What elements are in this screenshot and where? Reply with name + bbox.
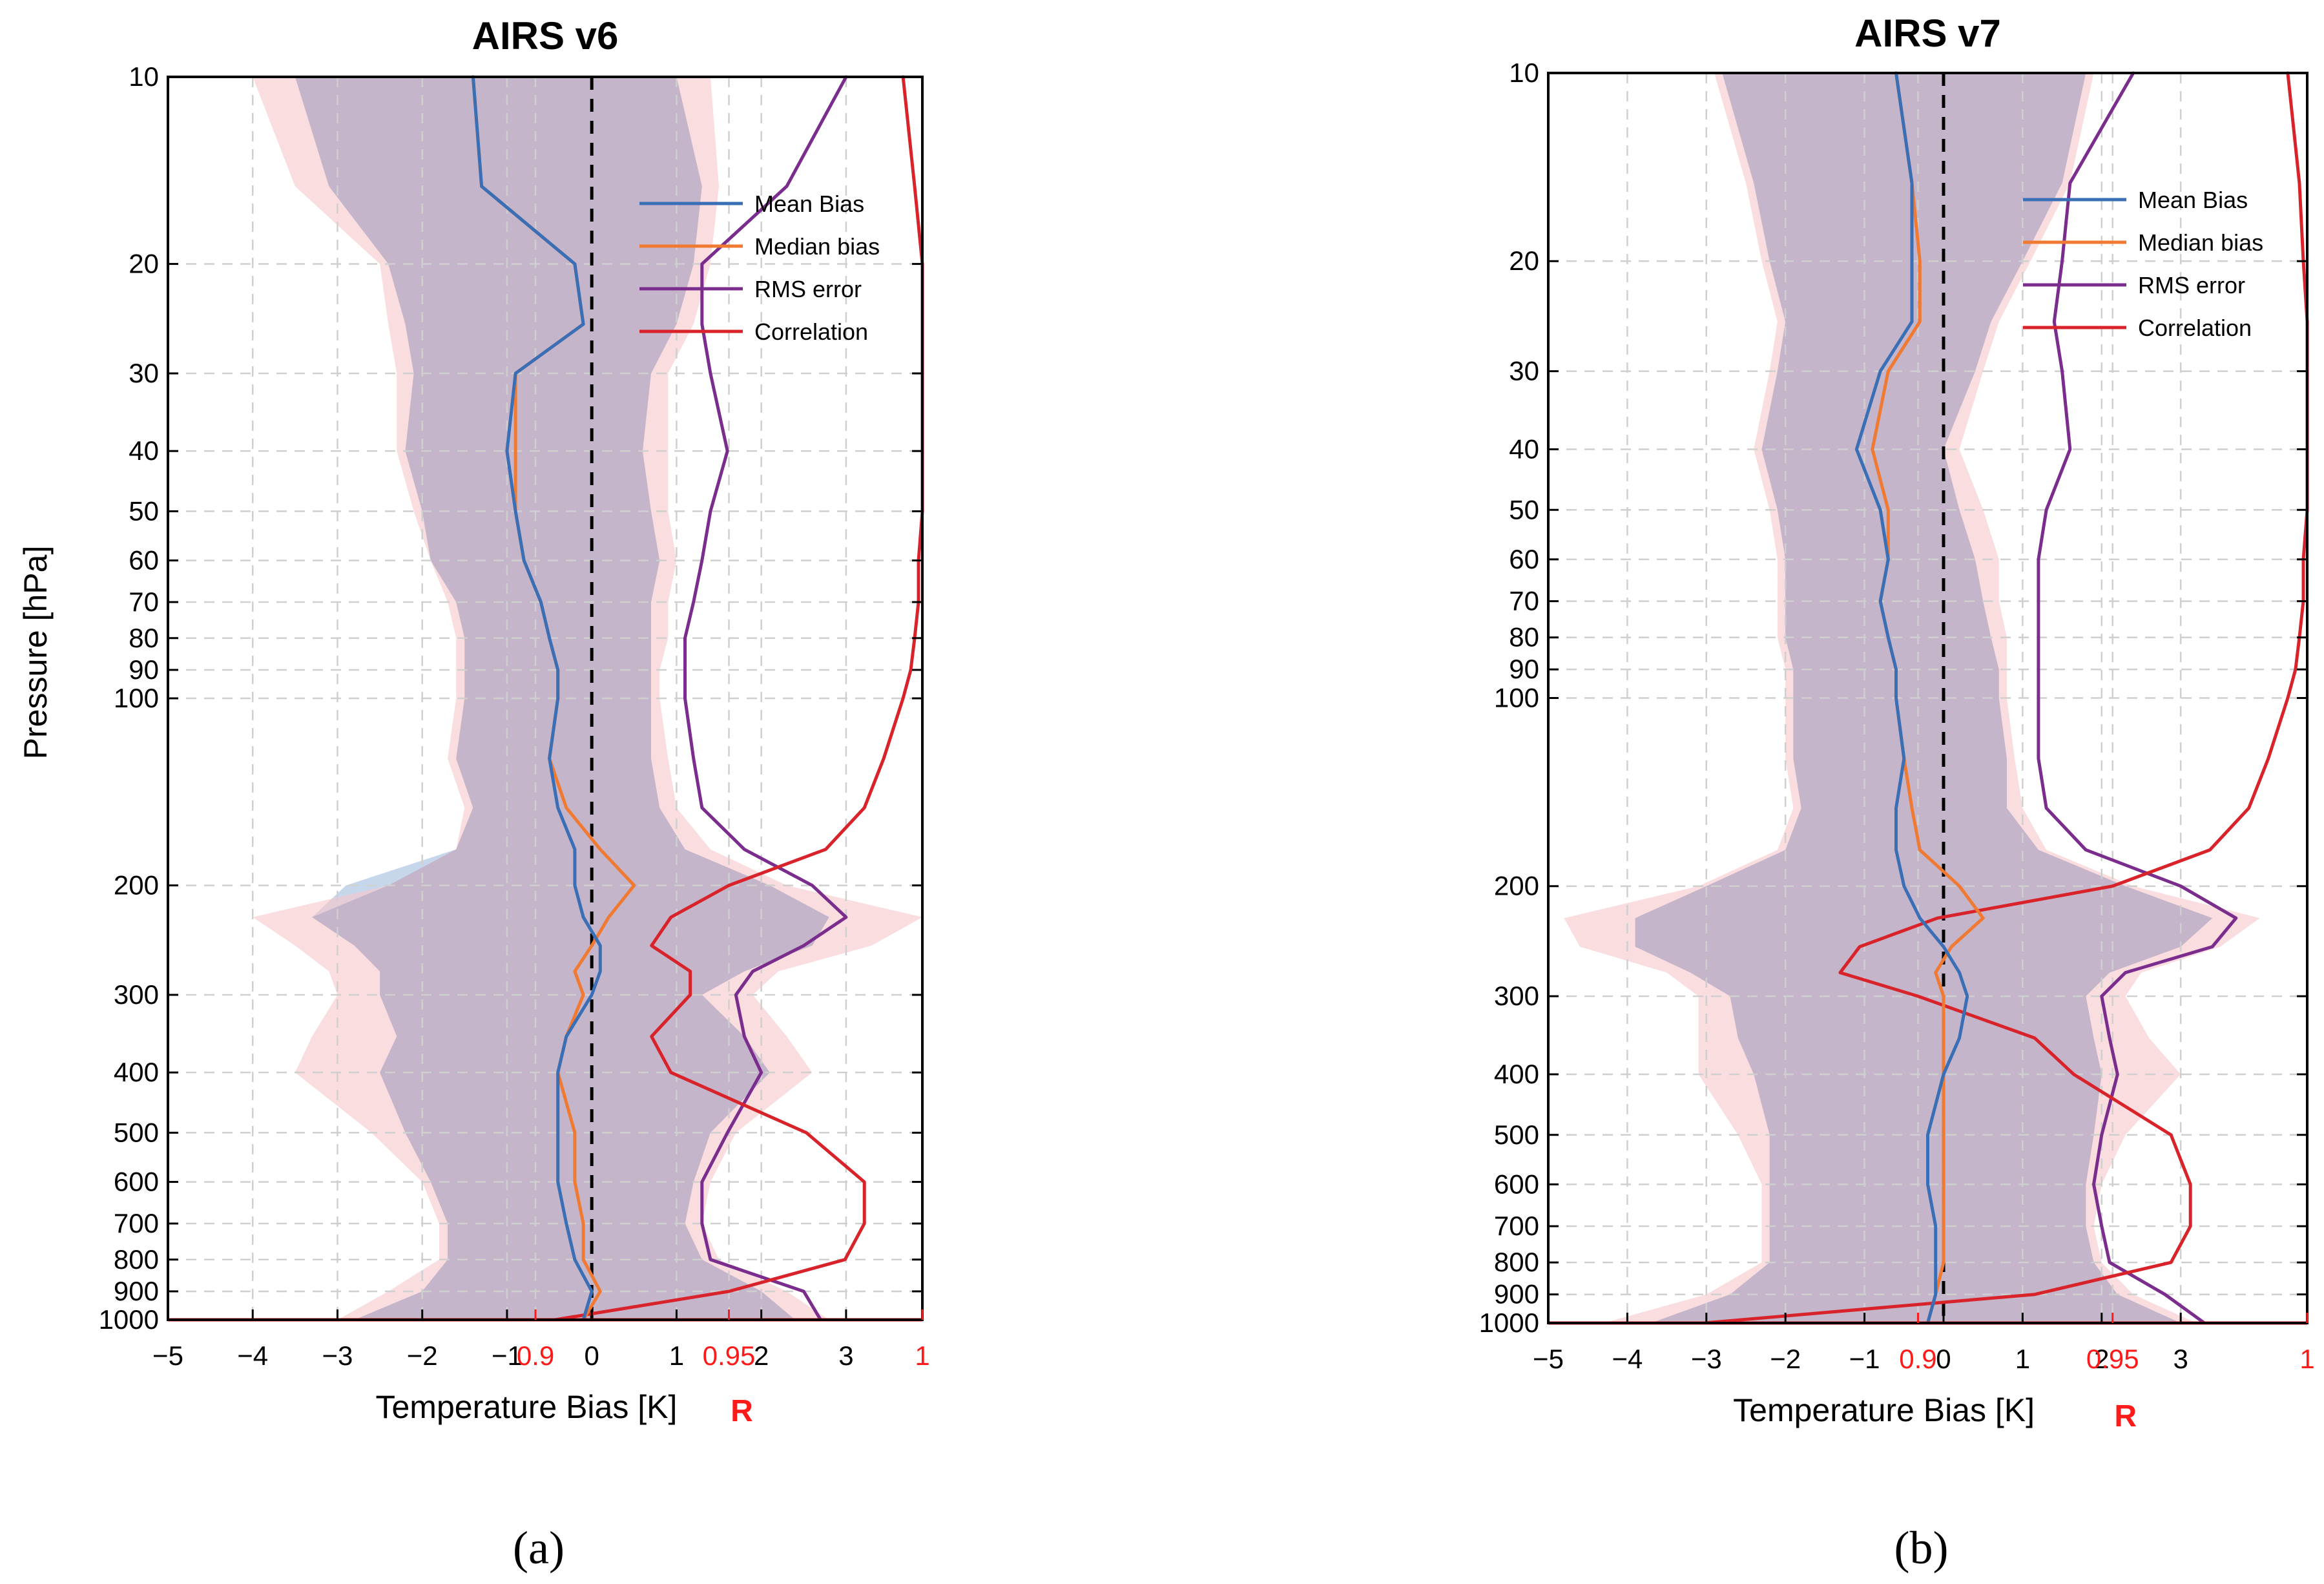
- panel-a-line-rms-error: [683, 75, 848, 1322]
- x-tick-label: 2: [754, 1340, 769, 1371]
- r-tick-label: 0.95: [2086, 1344, 2139, 1374]
- y-tick-label: 40: [1509, 433, 1539, 464]
- x-tick-label: 3: [838, 1340, 853, 1371]
- r-tick-label: 0.9: [1899, 1344, 1936, 1374]
- y-tick-label: 60: [1509, 544, 1539, 574]
- panel-b: 1020304050607080901002003004005006007008…: [1479, 12, 2315, 1574]
- x-tick-label: −4: [237, 1340, 268, 1371]
- x-tick-label: −5: [1533, 1344, 1564, 1374]
- x-tick-label: −2: [407, 1340, 438, 1371]
- x-tick-label: −5: [152, 1340, 183, 1371]
- panel-a: 1020304050607080901002003004005006007008…: [99, 14, 930, 1574]
- y-tick-label: 20: [129, 249, 159, 279]
- panel-a-ticks: 1020304050607080901002003004005006007008…: [99, 61, 930, 1371]
- panel-a-r-axis-label: R: [731, 1394, 753, 1428]
- y-tick-label: 200: [114, 870, 159, 901]
- panel-b-r-axis-label: R: [2114, 1399, 2137, 1433]
- y-tick-label: 600: [1494, 1169, 1539, 1199]
- panel-b-line-mean-bias: [1854, 71, 1969, 1325]
- y-tick-label: 300: [1494, 981, 1539, 1011]
- y-tick-label: 40: [129, 435, 159, 466]
- x-tick-label: −3: [1691, 1344, 1722, 1374]
- legend-label-mean-bias: Mean Bias: [2138, 187, 2248, 213]
- y-tick-label: 300: [114, 979, 159, 1010]
- y-tick-label: 700: [1494, 1211, 1539, 1241]
- x-tick-label: 3: [2173, 1344, 2188, 1374]
- y-tick-label: 70: [129, 587, 159, 617]
- panel-a-label: (a): [513, 1522, 565, 1574]
- panel-a-spread-bands: [253, 77, 923, 1320]
- y-tick-label: 50: [1509, 494, 1539, 525]
- x-tick-label: 2: [2094, 1344, 2109, 1374]
- legend-label-rms-error: RMS error: [754, 276, 862, 302]
- y-tick-label: 80: [129, 623, 159, 653]
- r-tick-label: 0.9: [517, 1340, 554, 1371]
- y-tick-label: 500: [1494, 1120, 1539, 1150]
- x-tick-label: 1: [669, 1340, 684, 1371]
- y-tick-label: 400: [1494, 1059, 1539, 1089]
- y-tick-label: 70: [1509, 586, 1539, 616]
- y-tick-label: 900: [114, 1276, 159, 1306]
- panel-b-line-rms-error: [2037, 71, 2238, 1325]
- panel-b-x-axis-label: Temperature Bias [K]: [1733, 1392, 2035, 1428]
- x-tick-label: −4: [1612, 1344, 1643, 1374]
- panel-a-title: AIRS v6: [472, 14, 619, 57]
- legend-label-correlation: Correlation: [2138, 315, 2252, 341]
- y-tick-label: 30: [1509, 356, 1539, 386]
- x-tick-label: −3: [322, 1340, 353, 1371]
- legend-label-mean-bias: Mean Bias: [754, 191, 864, 217]
- y-tick-label: 800: [114, 1244, 159, 1275]
- legend-label-median-bias: Median bias: [2138, 229, 2263, 256]
- y-tick-label: 20: [1509, 245, 1539, 276]
- y-tick-label: 100: [1494, 683, 1539, 713]
- y-tick-label: 100: [114, 683, 159, 713]
- panel-a-x-axis-label: Temperature Bias [K]: [376, 1389, 678, 1425]
- panel-b-title: AIRS v7: [1854, 12, 2001, 55]
- panel-a-line-median-bias: [471, 75, 636, 1322]
- x-tick-label: 0: [1936, 1344, 1951, 1374]
- y-tick-label: 60: [129, 545, 159, 576]
- r-tick-label: 1: [2299, 1344, 2314, 1374]
- panel-b-label: (b): [1894, 1522, 1949, 1574]
- y-tick-label: 50: [129, 495, 159, 526]
- panel-b-line-median-bias: [1871, 71, 1985, 1325]
- y-tick-label: 10: [1509, 57, 1539, 88]
- legend-label-rms-error: RMS error: [2138, 272, 2245, 298]
- x-tick-label: −1: [492, 1340, 523, 1371]
- y-tick-label: 900: [1494, 1279, 1539, 1309]
- legend-label-median-bias: Median bias: [754, 233, 880, 260]
- y-tick-label: 200: [1494, 871, 1539, 901]
- legend-label-correlation: Correlation: [754, 318, 868, 345]
- y-tick-label: 10: [129, 61, 159, 92]
- y-tick-label: 600: [114, 1167, 159, 1197]
- r-tick-label: 1: [915, 1340, 929, 1371]
- panel-b-band-overlap: [1635, 73, 2213, 1323]
- y-tick-label: 30: [129, 358, 159, 388]
- y-tick-label: 90: [1509, 654, 1539, 684]
- x-tick-label: −1: [1849, 1344, 1880, 1374]
- y-tick-label: 1000: [1479, 1308, 1539, 1338]
- y-tick-label: 400: [114, 1057, 159, 1087]
- y-tick-label: 700: [114, 1208, 159, 1238]
- panel-b-grid: [1548, 73, 2307, 1323]
- x-tick-label: 0: [585, 1340, 599, 1371]
- y-tick-label: 90: [129, 654, 159, 685]
- y-axis-label: Pressure [hPa]: [17, 546, 54, 760]
- panel-a-band-overlap: [295, 77, 829, 1320]
- x-tick-label: −2: [1770, 1344, 1801, 1374]
- x-tick-label: 1: [2015, 1344, 2030, 1374]
- y-tick-label: 500: [114, 1117, 159, 1147]
- r-tick-label: 0.95: [703, 1340, 756, 1371]
- y-tick-label: 1000: [99, 1304, 159, 1335]
- panel-b-ticks: 1020304050607080901002003004005006007008…: [1479, 57, 2315, 1374]
- panel-a-line-mean-bias: [471, 75, 602, 1322]
- y-tick-label: 80: [1509, 622, 1539, 652]
- y-tick-label: 800: [1494, 1247, 1539, 1277]
